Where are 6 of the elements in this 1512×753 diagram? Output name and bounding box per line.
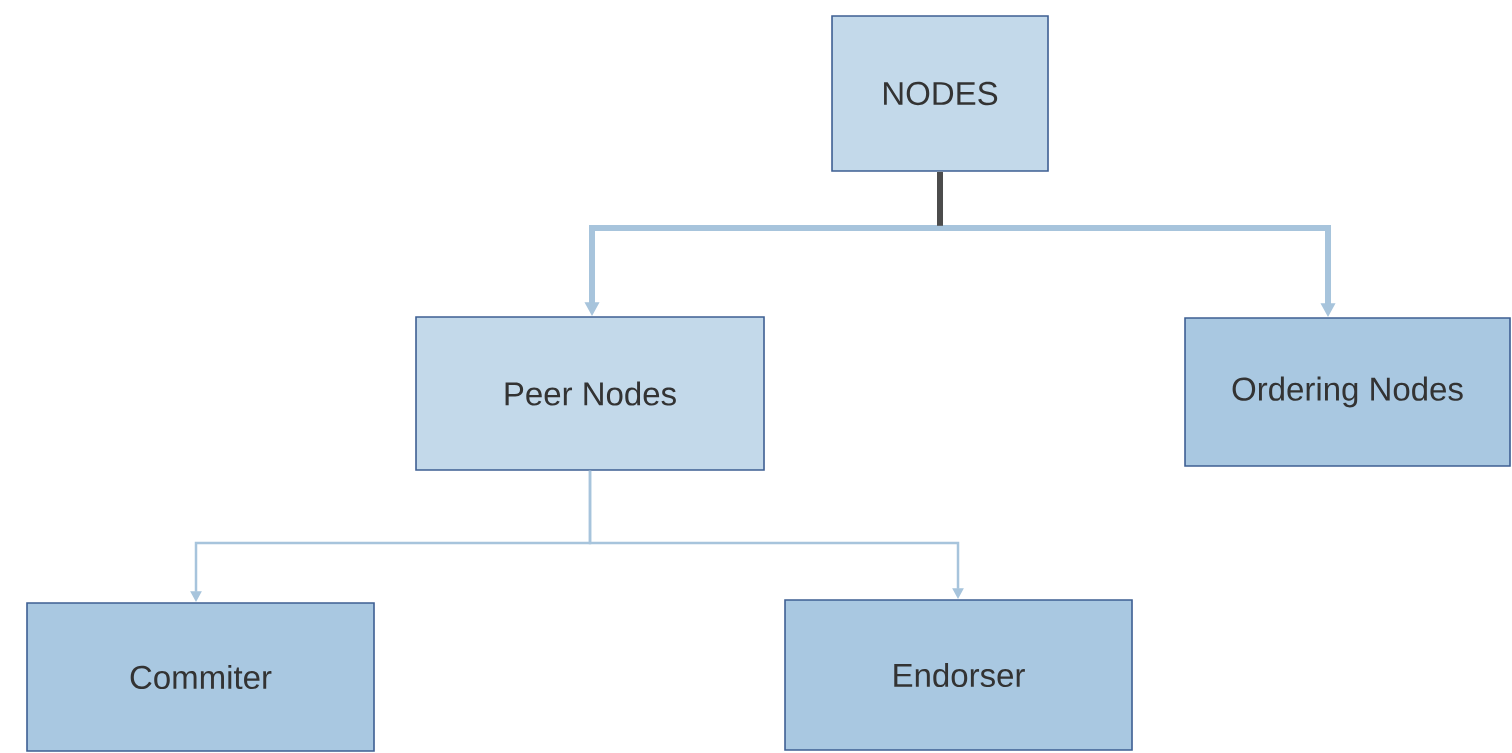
box: Commiter [26, 602, 375, 752]
trunk-line [937, 171, 943, 226]
box: Endorser [784, 599, 1133, 751]
box: Ordering Nodes [1184, 317, 1511, 467]
box: NODES [831, 15, 1049, 172]
box: Peer Nodes [415, 316, 765, 471]
